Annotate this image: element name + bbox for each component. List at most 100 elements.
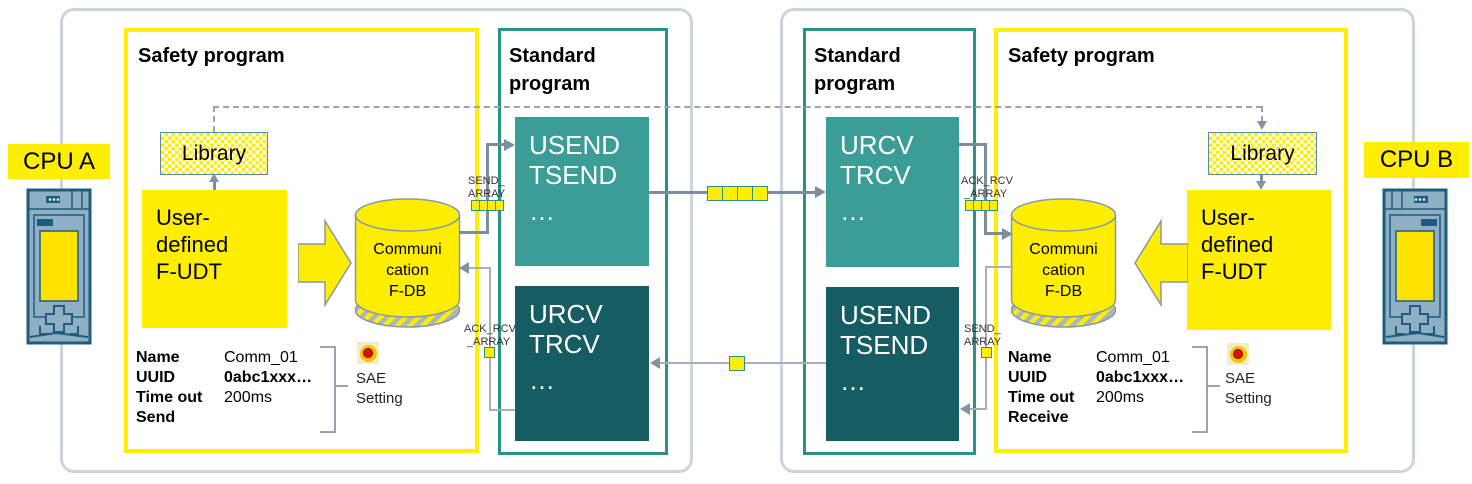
right-send-array-line2: ARRAY xyxy=(964,336,1002,348)
left-ack-array-line2: _ARRAY xyxy=(467,336,511,348)
left-param-uuid-label: UUID xyxy=(136,369,176,386)
right-block-arrow-left-icon xyxy=(1134,218,1188,308)
right-param-timeout-label: Time out xyxy=(1008,389,1075,406)
dashed-link-left-vertical xyxy=(213,106,215,132)
right-fdb-text: Communi cation F-DB xyxy=(1010,239,1117,302)
cpu-b-label: CPU B xyxy=(1364,142,1469,178)
right-recv-wire-h2 xyxy=(984,232,1004,235)
array-cell xyxy=(965,200,974,211)
left-param-name-value: Comm_01 xyxy=(224,349,298,366)
array-cell xyxy=(480,200,488,211)
right-param-values: Comm_01 0abc1xxx… 200ms xyxy=(1096,348,1184,408)
right-ack-array-line2: _ARRAY xyxy=(964,188,1008,200)
middle-send-packets xyxy=(707,186,768,201)
left-library-arrow-line xyxy=(213,180,216,190)
right-send-arrowhead-icon xyxy=(960,403,970,415)
cpu-a-label: CPU A xyxy=(8,144,110,179)
left-param-name-label: Name xyxy=(136,349,180,366)
left-send-wire-h2 xyxy=(486,143,505,146)
packet-cell xyxy=(753,186,768,201)
left-fudt-line3: F-UDT xyxy=(156,259,222,284)
sae-dot xyxy=(1233,349,1243,359)
array-cell xyxy=(488,200,496,211)
right-bottom-block-line1: USEND xyxy=(840,300,932,330)
middle-ack-arrowhead-icon xyxy=(650,357,660,369)
left-send-array-label: SEND_ ARRAY xyxy=(468,175,505,201)
right-send-array-cell xyxy=(981,347,992,358)
right-library-label: Library xyxy=(1230,141,1295,165)
left-ack-array-cell xyxy=(484,347,495,358)
left-send-array-line1: SEND_ xyxy=(468,175,505,187)
left-fdb-line1: Communi xyxy=(373,241,442,258)
left-param-timeout-value: 200ms xyxy=(224,389,273,406)
right-send-array-label: SEND_ ARRAY xyxy=(964,323,1001,349)
left-top-block-line2: TSEND xyxy=(529,160,618,190)
cpu-b-device-icon xyxy=(1382,188,1448,345)
cpu-a-device-icon xyxy=(26,188,92,345)
left-send-wire-v xyxy=(486,143,489,234)
right-fdb-cylinder xyxy=(1010,198,1117,328)
right-recv-arrowhead-icon xyxy=(1002,228,1013,240)
right-param-name-label: Name xyxy=(1008,349,1052,366)
right-send-wire-h1 xyxy=(985,266,1013,268)
left-library-box: Library xyxy=(160,132,268,175)
right-param-direction-label: Receive xyxy=(1008,409,1069,426)
left-param-direction-label: Send xyxy=(136,409,176,426)
left-standard-title-line1: Standard xyxy=(509,45,596,67)
left-send-arrowhead-icon xyxy=(504,139,515,151)
right-fdb-line1: Communi xyxy=(1029,241,1098,258)
middle-send-arrowhead-icon xyxy=(815,186,826,198)
right-top-block-line2: TRCV xyxy=(840,160,911,190)
dashed-link-right-vertical xyxy=(1261,106,1263,122)
right-send-wire-h2 xyxy=(969,408,987,410)
left-recv-wire-h1 xyxy=(489,409,515,411)
left-send-wire-h1 xyxy=(459,231,489,234)
right-library-arrowhead-down-icon xyxy=(1256,181,1266,190)
right-fdb-line3: F-DB xyxy=(1044,283,1083,300)
right-param-name-value: Comm_01 xyxy=(1096,349,1170,366)
array-cell xyxy=(981,347,992,358)
left-params: Name UUID Time out Send xyxy=(136,348,202,428)
right-params-bracket-mid-tick xyxy=(1206,385,1220,387)
left-sae-line1: SAE xyxy=(356,370,387,387)
right-bottom-block-line2: TSEND xyxy=(840,330,929,360)
array-cell xyxy=(484,347,495,358)
right-standard-title: Standard program xyxy=(814,42,901,98)
right-recv-wire-v xyxy=(984,143,987,235)
array-cell xyxy=(990,200,998,211)
packet-cell xyxy=(723,186,738,201)
left-fdb-line2: cation xyxy=(386,262,429,279)
dashed-link-arrowhead-down-icon xyxy=(1257,121,1267,130)
packet-cell xyxy=(738,186,753,201)
right-param-uuid-label: UUID xyxy=(1008,369,1048,386)
right-params: Name UUID Time out Receive xyxy=(1008,348,1074,428)
right-top-block-line1: URCV xyxy=(840,130,914,160)
left-send-array-cells xyxy=(471,200,504,211)
array-cell xyxy=(974,200,982,211)
right-param-uuid-value: 0abc1xxx… xyxy=(1096,369,1185,386)
left-recv-arrowhead-icon xyxy=(459,262,469,274)
right-params-bracket-top-tick xyxy=(1192,346,1208,348)
left-library-arrowhead-up-icon xyxy=(209,173,219,182)
left-top-block-line1: USEND xyxy=(529,130,621,160)
array-cell xyxy=(496,200,504,211)
left-sae-label: SAE Setting xyxy=(356,369,403,409)
left-recv-wire-h2 xyxy=(468,267,491,269)
left-param-values: Comm_01 0abc1xxx… 200ms xyxy=(224,348,312,408)
left-urcv-trcv-block: URCV TRCV … xyxy=(515,286,649,441)
right-safety-title: Safety program xyxy=(1008,45,1155,67)
left-recv-wire-v xyxy=(489,267,491,411)
right-bottom-block-line3: … xyxy=(840,366,868,396)
left-send-array-line2: ARRAY xyxy=(468,188,506,200)
middle-ack-packet xyxy=(729,356,745,371)
left-params-bracket-top-tick xyxy=(320,346,336,348)
left-library-label: Library xyxy=(181,141,247,165)
array-cell xyxy=(471,200,480,211)
left-sae-icon xyxy=(357,342,379,364)
left-bottom-block-line3: … xyxy=(529,365,557,395)
left-params-bracket xyxy=(334,346,336,433)
left-usend-tsend-block: USEND TSEND … xyxy=(515,117,649,266)
right-params-bracket xyxy=(1206,346,1208,433)
left-fudt-line2: defined xyxy=(156,232,229,257)
